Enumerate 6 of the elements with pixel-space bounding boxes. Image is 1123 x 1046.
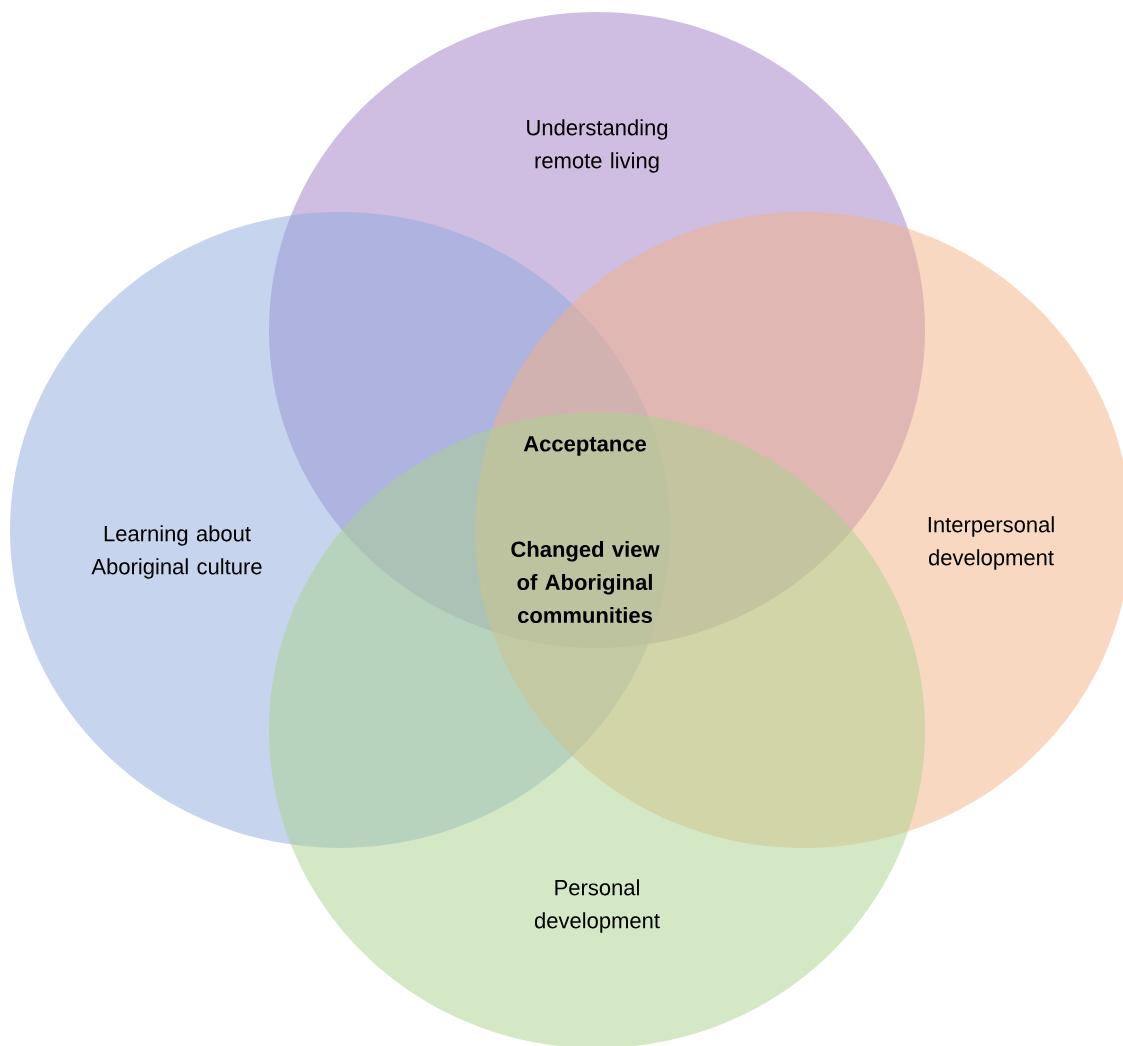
circle-label: Personal development bbox=[534, 879, 660, 933]
circle-label: Interpersonal development bbox=[928, 516, 1054, 570]
circle-label: Learning about Aboriginal culture bbox=[91, 525, 262, 579]
center-label: Acceptance bbox=[523, 436, 646, 456]
circle-label: Understanding remote living bbox=[527, 119, 668, 173]
center-label: Changed view of Aboriginal communities bbox=[511, 540, 660, 624]
